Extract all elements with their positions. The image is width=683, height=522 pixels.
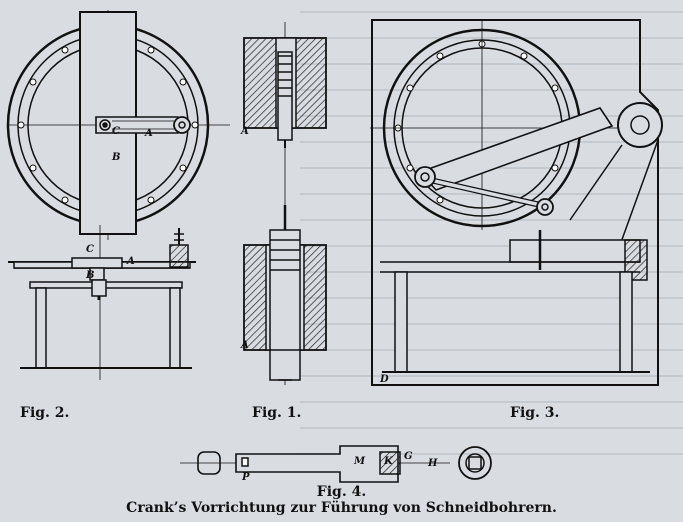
plate-caption: Crank’s Vorrichtung zur Führung von Schn… xyxy=(126,500,557,516)
part-letter: A xyxy=(127,256,135,267)
fig1-label: Fig. 1. xyxy=(252,405,302,421)
part-letter: M xyxy=(354,456,366,467)
part-letter: A xyxy=(241,126,249,137)
part-letter: D xyxy=(380,374,389,385)
part-letter: A xyxy=(145,128,153,139)
fig3-label: Fig. 3. xyxy=(510,405,560,421)
bleed-through-text xyxy=(300,11,683,455)
part-letter: G xyxy=(404,451,413,462)
fig3-assembly xyxy=(370,19,663,386)
fig2-top-view xyxy=(6,10,230,240)
fig4-label: Fig. 4. xyxy=(316,484,367,500)
fig4-parts xyxy=(180,445,492,483)
part-letter: A xyxy=(241,340,249,351)
part-letter: H xyxy=(428,458,438,469)
part-letter: P xyxy=(242,472,250,483)
fig2-side-view xyxy=(8,225,196,380)
part-letter: C xyxy=(112,126,120,137)
part-letter: K xyxy=(384,456,393,467)
part-letter: B xyxy=(86,270,95,281)
part-letter: C xyxy=(86,244,94,255)
fig2-label: Fig. 2. xyxy=(20,405,70,421)
part-letter: B xyxy=(112,152,121,163)
fig1-sections xyxy=(243,22,327,385)
